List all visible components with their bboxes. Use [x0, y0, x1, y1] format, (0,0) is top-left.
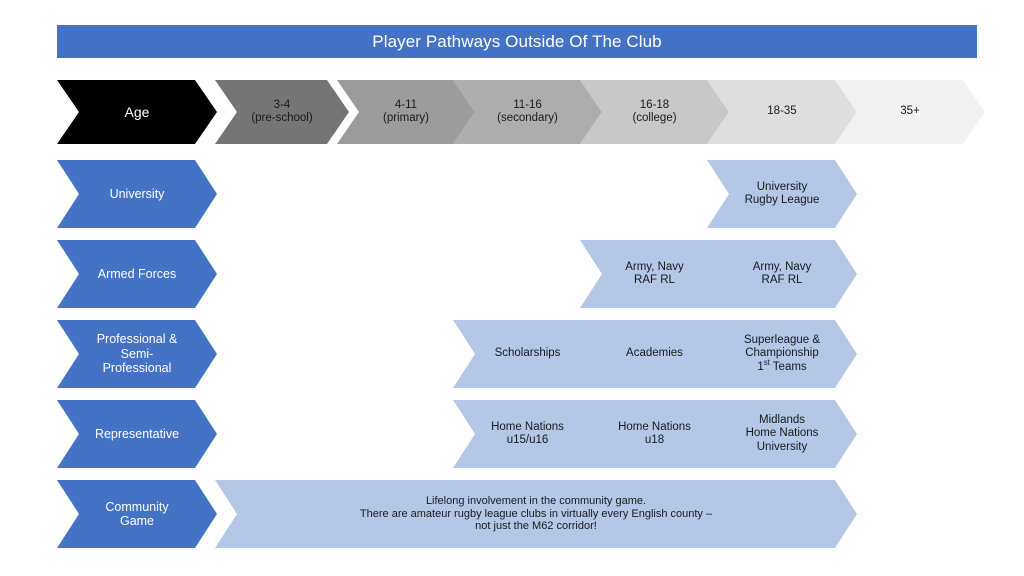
- row-label-university[interactable]: University: [57, 160, 217, 228]
- chevron-text-line: 1st Teams: [757, 357, 807, 373]
- chevron-text-line: Scholarships: [494, 347, 561, 360]
- chevron-text-line: Community: [105, 499, 169, 514]
- page-title-bar: Player Pathways Outside Of The Club: [57, 25, 977, 58]
- pathway-item-community-game-1[interactable]: Lifelong involvement in the community ga…: [215, 480, 857, 548]
- age-column-11-16[interactable]: 11-16(secondary): [453, 80, 602, 144]
- pathway-item-professional-and-semi-professional-1[interactable]: Scholarships: [453, 320, 602, 388]
- chevron-text-line: Midlands: [758, 414, 806, 426]
- chevron-text-line: u18: [644, 434, 665, 446]
- row-label-representative[interactable]: Representative: [57, 400, 217, 468]
- chevron-text-line: 35+: [900, 105, 920, 118]
- chevron-text-line: 4-11: [394, 98, 418, 111]
- age-column-16-18[interactable]: 16-18(college): [580, 80, 729, 144]
- pathway-item-text: Lifelong involvement in the community ga…: [354, 495, 718, 533]
- chevron-text-line: Home Nations: [491, 420, 564, 433]
- chevron-text-line: Armed Forces: [97, 266, 177, 281]
- chevron-text-line: Superleague &: [743, 334, 821, 346]
- chevron-text-line: Semi-: [120, 346, 154, 361]
- chevron-text-line: Academies: [626, 347, 683, 360]
- chevron-text-line: Professional: [102, 361, 172, 376]
- chevron-text-line: (pre-school): [251, 112, 313, 124]
- ordinal-suffix: st: [763, 357, 770, 367]
- chevron-text-line: University: [756, 180, 808, 193]
- pathway-item-professional-and-semi-professional-2[interactable]: Academies: [580, 320, 729, 388]
- pathway-item-text: Scholarships: [489, 347, 567, 360]
- chevron-text-line: 3-4: [273, 98, 291, 111]
- chevron-text-line: Professional &: [96, 332, 178, 347]
- chevron-text-line: (primary): [383, 112, 429, 124]
- row-label-armed-forces[interactable]: Armed Forces: [57, 240, 217, 308]
- chevron-text-line: RAF RL: [634, 274, 675, 286]
- age-column-label: 16-18(college): [626, 99, 682, 126]
- chevron-text-line: (secondary): [497, 112, 558, 124]
- chevron-text-line: Representative: [94, 426, 180, 441]
- chevron-text-line: Lifelong involvement in the community ga…: [425, 494, 647, 507]
- chevron-text-line: Home Nations: [745, 427, 819, 440]
- chevron-text-line: 16-18: [639, 98, 670, 111]
- chevron-text-line: (college): [632, 112, 677, 124]
- row-label-text: Professional &Semi-Professional: [91, 332, 184, 376]
- chevron-text-line: Army, Navy: [625, 260, 684, 273]
- age-column-35[interactable]: 35+: [835, 80, 985, 144]
- row-label-professional-and-semi-professional[interactable]: Professional &Semi-Professional: [57, 320, 217, 388]
- chevron-text-line: University: [109, 186, 165, 201]
- age-column-label: 18-35: [761, 105, 802, 118]
- age-column-3-4[interactable]: 3-4(pre-school): [215, 80, 349, 144]
- chevron-text-line: There are amateur rugby league clubs in …: [359, 507, 713, 520]
- pathway-item-text: Academies: [620, 347, 689, 360]
- row-label-text: Armed Forces: [92, 267, 183, 282]
- age-column-4-11[interactable]: 4-11(primary): [337, 80, 475, 144]
- chevron-text-line: not just the M62 corridor!: [475, 520, 597, 533]
- chevron-text-line: RAF RL: [761, 274, 803, 286]
- chevron-text-line: Championship: [745, 347, 819, 360]
- age-column-label: 4-11(primary): [377, 99, 435, 126]
- age-column-label: 35+: [894, 105, 926, 118]
- row-label-text: Representative: [89, 427, 185, 442]
- chevron-text-line: Army, Navy: [752, 260, 812, 273]
- age-column-label: Age: [119, 104, 156, 120]
- age-column-label: 11-16(secondary): [491, 99, 564, 126]
- chevron-text-line: Rugby League: [744, 194, 820, 206]
- age-column-age[interactable]: Age: [57, 80, 217, 144]
- page-title: Player Pathways Outside Of The Club: [372, 31, 662, 51]
- row-label-text: University: [104, 187, 171, 202]
- chevron-text-line: u15/u16: [506, 434, 549, 446]
- chevron-text-line: 18-35: [767, 105, 797, 118]
- age-column-18-35[interactable]: 18-35: [707, 80, 857, 144]
- chevron-text-line: Age: [124, 103, 150, 120]
- chevron-text-line: University: [756, 440, 808, 453]
- chevron-text-line: Home Nations: [618, 420, 691, 433]
- chevron-text-line: 11-16: [513, 98, 542, 111]
- chevron-text-line: Game: [119, 514, 155, 528]
- age-column-label: 3-4(pre-school): [245, 99, 318, 126]
